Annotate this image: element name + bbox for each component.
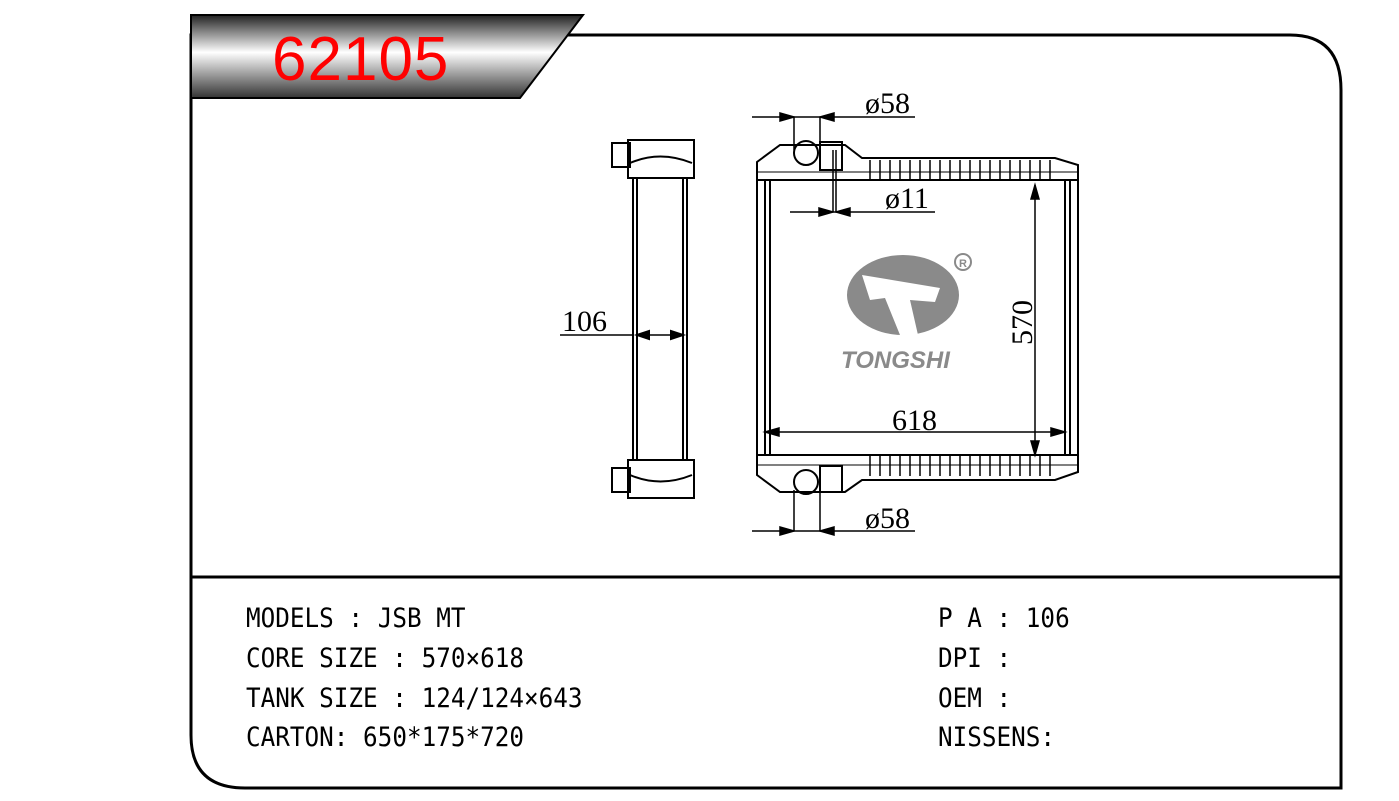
spec-value: 124/124×643 [421,683,583,714]
outlet-diameter-dimension: ø58 [865,502,910,535]
tank-ribs [869,160,1051,476]
hole-diameter-dimension: ø11 [885,182,929,215]
spec-label: NISSENS [938,722,1041,753]
spec-value: JSB MT [377,603,466,634]
spec-sep: : [981,643,1026,674]
spec-row-models: MODELS : JSB MT [246,603,465,635]
spec-row-p-a: P A : 106 [938,603,1070,635]
title-banner [190,14,586,99]
core-height-dimension: 570 [1006,300,1039,345]
spec-sep: : [377,683,422,714]
part-number: 62105 [272,25,450,94]
spec-label: DPI [938,643,982,674]
spec-sep: : [333,603,378,634]
spec-row-carton: CARTON: 650*175*720 [246,722,524,754]
spec-sep: : [377,643,422,674]
svg-text:TONGSHI: TONGSHI [841,347,951,374]
spec-row-core-size: CORE SIZE : 570×618 [246,643,524,675]
spec-value: 570×618 [421,643,525,674]
side-view [560,139,695,499]
spec-value: 106 [1025,603,1070,634]
spec-sep: : [981,603,1026,634]
front-view [756,140,1079,495]
inlet-diameter-dimension: ø58 [865,87,910,120]
spec-row-tank-size: TANK SIZE : 124/124×643 [246,683,583,715]
tongshi-logo: R TONGSHI [841,253,972,374]
spec-row-oem: OEM : [938,683,1026,715]
spec-label: OEM [938,683,982,714]
spec-label: TANK SIZE [246,683,378,714]
spec-sep: : [1040,722,1056,753]
spec-label: MODELS [246,603,334,634]
spec-sep: : [333,722,364,753]
sheet-border [189,33,1343,790]
spec-value: 650*175*720 [363,722,524,753]
spec-label: CARTON [246,722,334,753]
spec-label: CORE SIZE [246,643,378,674]
svg-text:R: R [959,258,967,270]
dimension-lines [752,112,1068,536]
thickness-dimension: 106 [562,305,607,338]
spec-row-nissens: NISSENS: [938,722,1055,754]
spec-sep: : [981,683,1026,714]
core-width-dimension: 618 [892,404,937,437]
spec-row-dpi: DPI : [938,643,1026,675]
spec-label: P A [938,603,982,634]
